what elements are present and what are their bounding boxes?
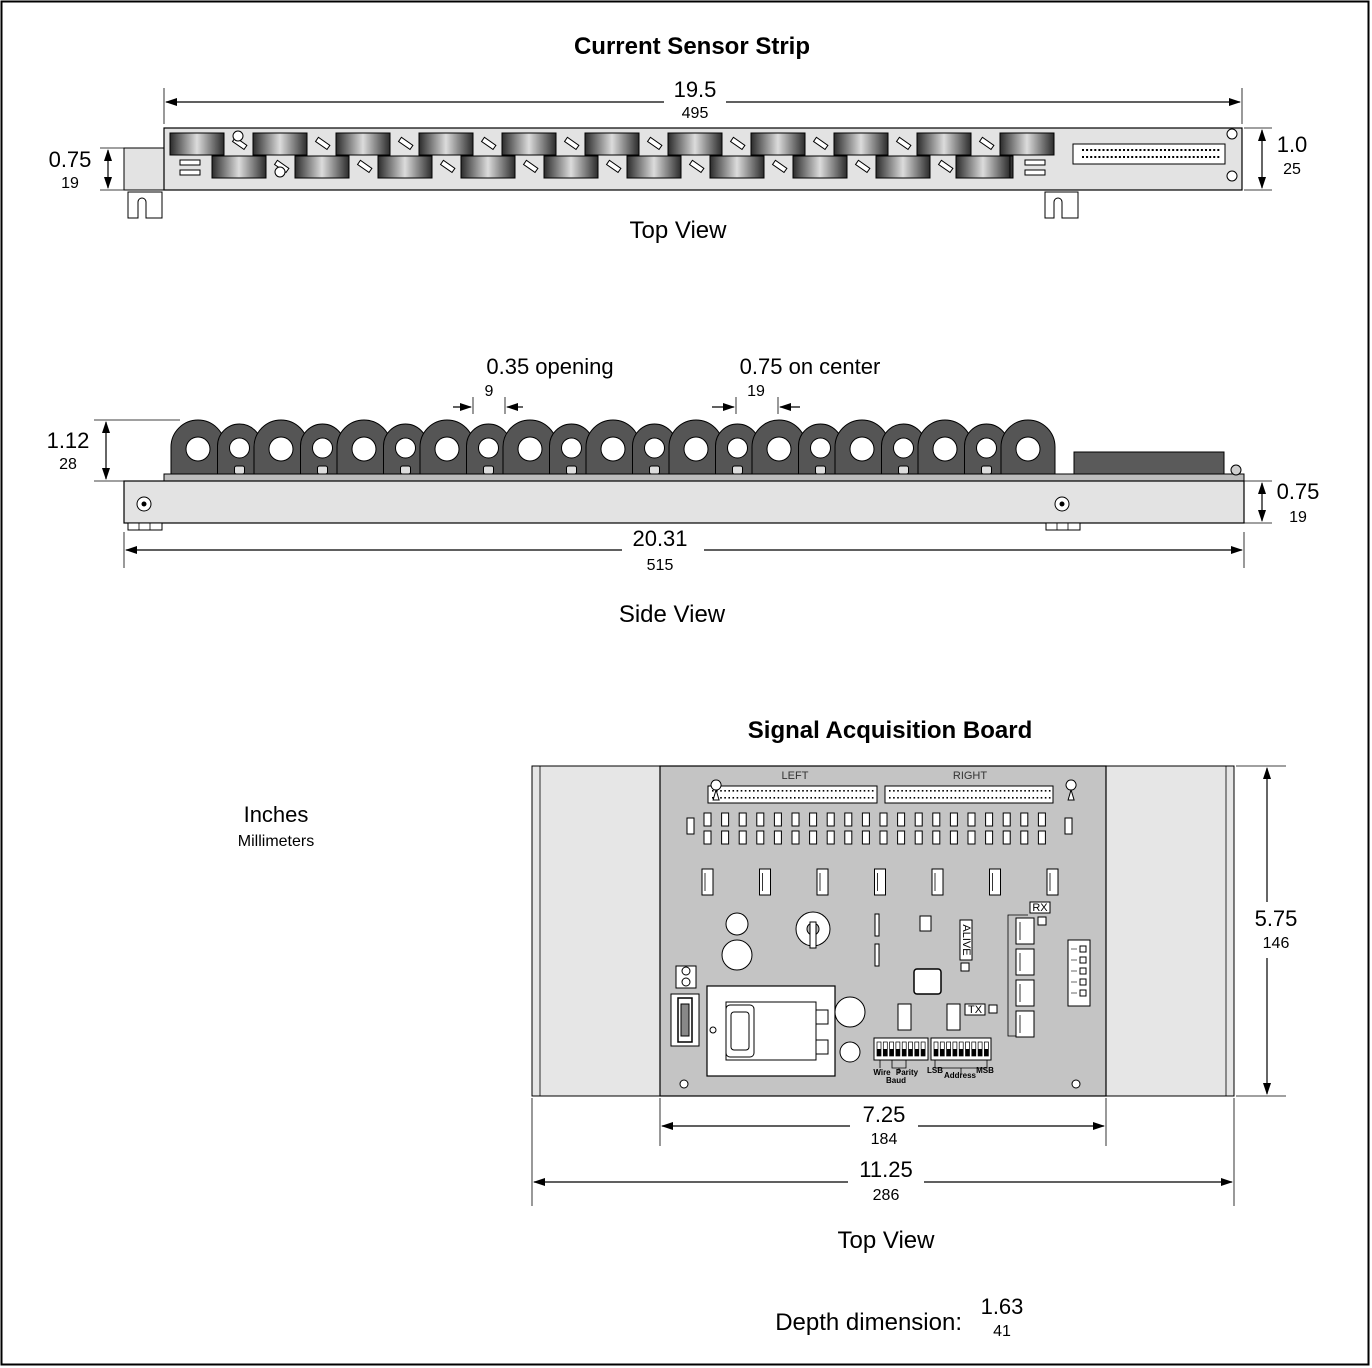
board-top-view-label: Top View <box>838 1227 936 1254</box>
led-rx-label: RX <box>1032 902 1048 914</box>
ic-chip <box>701 868 714 896</box>
ic-chip <box>989 868 1001 896</box>
coil-top <box>626 155 682 179</box>
coil-top <box>709 155 765 179</box>
side-length-in: 20.31 <box>632 526 687 551</box>
coil-top <box>916 132 972 156</box>
dip-parity-label: Parity <box>896 1068 919 1077</box>
sensor-coils-top <box>169 132 1055 179</box>
board-inner-width-mm: 184 <box>871 1131 898 1148</box>
coil-top <box>999 132 1055 156</box>
strip-side-view-label: Side View <box>619 601 726 628</box>
coil-top <box>833 132 889 156</box>
depth-in: 1.63 <box>981 1294 1024 1319</box>
coil-top <box>418 132 474 156</box>
ic-chip <box>816 868 829 896</box>
strip-top-view-label: Top View <box>630 217 728 244</box>
depth-mm: 41 <box>993 1323 1011 1340</box>
sensor-height-dimension: 1.12 28 <box>47 419 180 482</box>
board-title: Signal Acquisition Board <box>748 717 1032 744</box>
dip-lsb-label: LSB <box>927 1066 943 1075</box>
ic-chip <box>759 868 771 896</box>
strip-ribbon-connector <box>1072 143 1226 165</box>
coil-top <box>750 132 806 156</box>
connector-left-label: LEFT <box>782 770 809 782</box>
comm-ic <box>1015 948 1035 976</box>
dip-switch-config <box>873 1037 929 1061</box>
coil-top <box>335 132 391 156</box>
board-top-view: LEFT RIGHT ALIVE RX TX <box>531 765 1235 1097</box>
strip-side-view: 0.35 opening 9 0.75 on center 19 <box>123 354 1245 531</box>
strip-top-view <box>123 127 1243 219</box>
board-inner-width-in: 7.25 <box>863 1102 906 1127</box>
strip-left-height-dimension: 0.75 19 <box>49 147 124 192</box>
ic-chip <box>874 868 886 896</box>
sensor-coils-side <box>170 419 1056 475</box>
board-inner-width-dimension: 7.25 184 <box>659 1098 1107 1148</box>
coil-top <box>792 155 848 179</box>
strip-right-height-in: 1.0 <box>1277 132 1308 157</box>
connector-right <box>884 785 1054 804</box>
coil-top <box>169 132 225 156</box>
center-mm: 19 <box>747 383 765 400</box>
base-height-dimension: 0.75 19 <box>1244 479 1319 526</box>
opening-in: 0.35 opening <box>486 354 613 379</box>
board-height-in: 5.75 <box>1255 906 1298 931</box>
led-alive-label: ALIVE <box>960 924 972 955</box>
strip-right-height-mm: 25 <box>1283 161 1301 178</box>
ic-chip <box>1046 868 1059 896</box>
dip-baud-label: Baud <box>886 1076 906 1085</box>
dip-msb-label: MSB <box>976 1066 994 1075</box>
connector-left <box>707 785 878 804</box>
strip-length-mm: 495 <box>682 105 709 122</box>
side-length-dimension: 20.31 515 <box>123 526 1245 574</box>
coil-top <box>252 132 308 156</box>
comm-ic <box>1015 917 1035 945</box>
units-secondary: Millimeters <box>238 833 314 850</box>
center-in: 0.75 on center <box>740 354 881 379</box>
strip-length-dimension: 19.5 495 <box>163 77 1243 124</box>
coil-top <box>211 155 267 179</box>
strip-left-height-in: 0.75 <box>49 147 92 172</box>
coil-top <box>667 132 723 156</box>
units-primary: Inches <box>244 802 309 827</box>
comm-ic <box>1015 1010 1035 1038</box>
board-height-dimension: 5.75 146 <box>1236 765 1298 1097</box>
base-height-mm: 19 <box>1289 509 1307 526</box>
connector-right-label: RIGHT <box>953 770 988 782</box>
coil-top <box>294 155 350 179</box>
board-height-mm: 146 <box>1263 935 1290 952</box>
coil-top <box>543 155 599 179</box>
base-height-in: 0.75 <box>1277 479 1320 504</box>
led-tx-label: TX <box>968 1004 983 1016</box>
dip-address-label: Address <box>944 1071 977 1080</box>
comm-ic <box>1015 979 1035 1007</box>
strip-left-height-mm: 19 <box>61 175 79 192</box>
opening-mm: 9 <box>485 383 494 400</box>
coil-top <box>460 155 516 179</box>
sensor-height-in: 1.12 <box>47 428 90 453</box>
dip-wire-label: Wire <box>873 1068 891 1077</box>
side-length-mm: 515 <box>647 557 674 574</box>
coil-top <box>501 132 557 156</box>
strip-length-in: 19.5 <box>674 77 717 102</box>
ic-chip <box>931 868 944 896</box>
coil-top <box>584 132 640 156</box>
sensor-height-mm: 28 <box>59 456 77 473</box>
strip-right-height-dimension: 1.0 25 <box>1244 127 1308 191</box>
board-outer-width-mm: 286 <box>873 1187 900 1204</box>
board-outer-width-in: 11.25 <box>859 1157 912 1182</box>
coil-top <box>875 155 931 179</box>
board-outer-width-dimension: 11.25 286 <box>531 1098 1235 1206</box>
coil-top <box>377 155 433 179</box>
strip-title: Current Sensor Strip <box>574 33 810 60</box>
depth-label: Depth dimension: <box>775 1309 962 1336</box>
